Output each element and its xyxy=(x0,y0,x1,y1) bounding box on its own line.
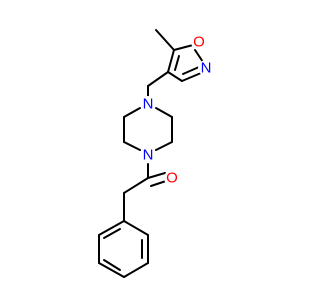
bond-ph-inner-2 xyxy=(103,259,121,271)
atom-nitrogen-piperazine-top: N xyxy=(140,96,156,113)
bond-pip-1 xyxy=(155,107,173,118)
bond-c4-c5 xyxy=(167,49,175,73)
atom-oxygen-carbonyl: O xyxy=(164,170,180,187)
bond-c4-c5-double xyxy=(174,55,180,71)
atom-nitrogen-isoxazole: N xyxy=(198,60,214,77)
bond-ph-4 xyxy=(98,262,125,278)
bond-n2-c3-double xyxy=(182,66,200,75)
atom-label: O xyxy=(166,170,178,187)
bond-methyl xyxy=(155,29,175,51)
bond-ph-1 xyxy=(123,220,149,236)
bond-layer xyxy=(98,29,204,278)
bond-c3-c4 xyxy=(167,71,183,82)
atom-layer: O N N N O xyxy=(140,34,214,187)
atom-bg xyxy=(198,60,214,76)
bond-carbonyl-ch2 xyxy=(123,177,149,194)
bond-pip-4 xyxy=(123,141,141,151)
atom-label: N xyxy=(143,147,154,164)
bond-carbonyl-o-double xyxy=(150,180,167,187)
bond-c5-o1 xyxy=(173,44,194,51)
atom-label: N xyxy=(201,60,212,77)
bond-ph-6 xyxy=(98,220,125,236)
atom-bg xyxy=(140,96,156,112)
bond-pip-6 xyxy=(123,107,141,118)
atom-bg xyxy=(164,170,180,186)
atom-oxygen-isoxazole: O xyxy=(191,34,207,51)
bond-n2-c3 xyxy=(181,72,202,82)
atom-bg xyxy=(140,147,156,163)
atom-bg xyxy=(191,34,207,50)
bond-c4-ch2 xyxy=(147,71,169,87)
bond-o1-n2 xyxy=(194,49,204,63)
molecule-structure: O N N N O xyxy=(98,29,214,278)
atom-label: O xyxy=(193,34,205,51)
atom-label: N xyxy=(143,96,154,113)
bond-pip-3 xyxy=(155,141,173,151)
bond-carbonyl-o xyxy=(147,172,166,179)
atom-nitrogen-piperazine-bottom: N xyxy=(140,147,156,164)
bond-ph-inner-3 xyxy=(103,228,121,239)
bond-ph-3 xyxy=(123,262,149,278)
